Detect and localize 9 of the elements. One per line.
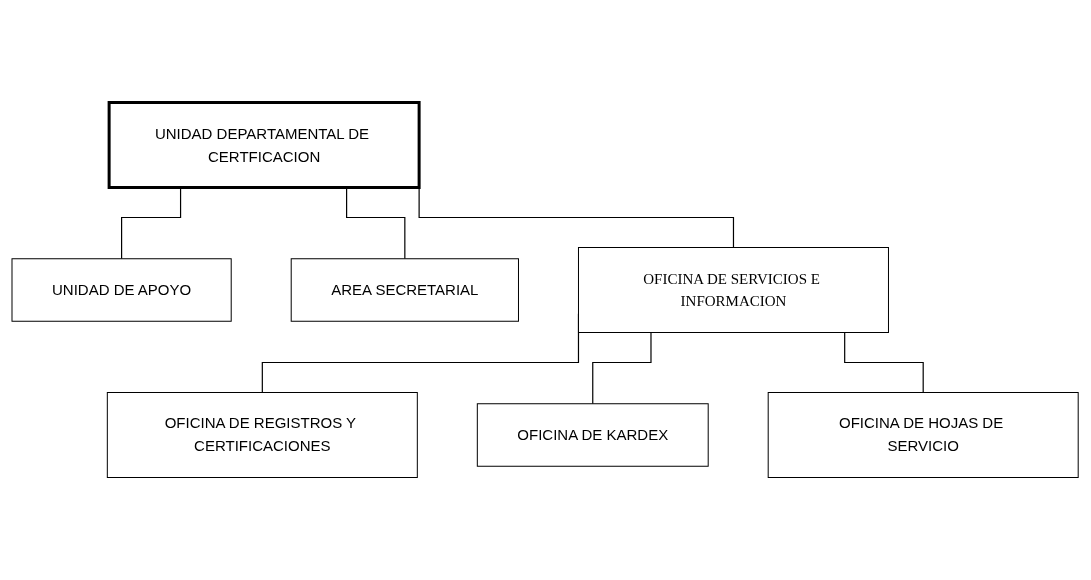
connector <box>592 331 652 405</box>
node-box: OFICINA DE KARDEX <box>477 403 710 467</box>
node-box: UNIDAD DEPARTAMENTAL DE CERTFICACION <box>108 101 421 189</box>
node-box: OFICINA DE REGISTROS Y CERTIFICACIONES <box>107 392 419 478</box>
node-box: OFICINA DE SERVICIOS E INFORMACION <box>578 247 890 333</box>
connector <box>844 331 925 394</box>
node-box: UNIDAD DE APOYO <box>11 258 233 322</box>
node-box: OFICINA DE HOJAS DE SERVICIO <box>768 392 1080 478</box>
node-box: AREA SECRETARIAL <box>291 258 520 322</box>
